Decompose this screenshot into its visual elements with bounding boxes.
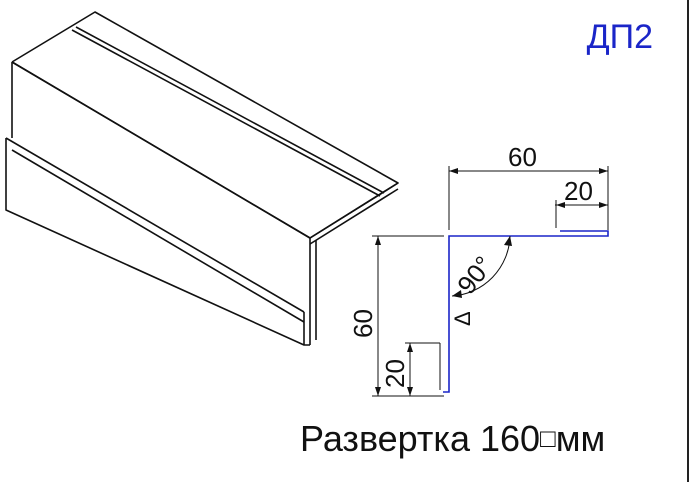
- lower-fold-strip: [5, 138, 310, 346]
- section-profile: [443, 230, 609, 393]
- arrow-side-bottom: [375, 387, 381, 396]
- angle-arc: [451, 235, 511, 297]
- arrow-arc-start: [504, 236, 512, 246]
- arrow-sidefold-bottom: [407, 387, 413, 396]
- arrow-fold-right: [599, 202, 608, 208]
- arrow-fold-left: [556, 202, 565, 208]
- unit-glyph: □: [540, 423, 556, 453]
- lower-fold-top: [5, 137, 305, 313]
- sheet-border: [687, 0, 689, 482]
- arrowheads: [375, 168, 608, 396]
- development-unit: мм: [555, 418, 606, 459]
- angle-flashing-drawing-icon: [5, 11, 399, 346]
- arrow-top-right: [599, 168, 608, 174]
- arrow-top-left: [449, 168, 458, 174]
- right-return: [309, 182, 399, 239]
- right-return-2: [309, 188, 399, 245]
- front-top-edge: [11, 61, 311, 239]
- dim-side-height-text: 60: [348, 309, 378, 338]
- top-seam: [71, 29, 381, 197]
- dim-side-fold-text: 20: [380, 359, 410, 388]
- development-label: Развертка 160: [300, 418, 541, 459]
- arrow-side-top: [375, 236, 381, 245]
- tolerance-mark: Δ: [450, 311, 475, 326]
- development-caption: Развертка 160□мм: [300, 418, 605, 460]
- top-seam-2: [75, 26, 385, 194]
- dim-top-width-text: 60: [508, 142, 537, 172]
- lower-fold-inner: [11, 149, 305, 323]
- arrow-sidefold-top: [407, 343, 413, 352]
- arrow-arc-end: [452, 290, 462, 298]
- top-face-outline: [11, 11, 399, 239]
- profile-code: ДП2: [586, 18, 653, 56]
- profile-line: [443, 230, 609, 393]
- dim-top-fold-text: 20: [564, 176, 593, 206]
